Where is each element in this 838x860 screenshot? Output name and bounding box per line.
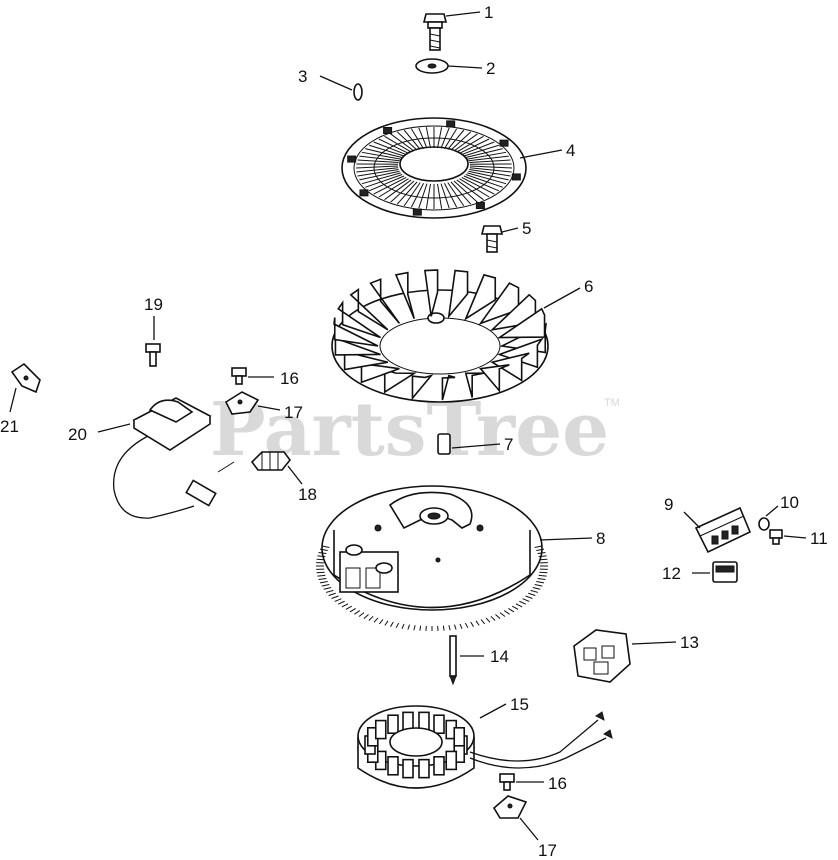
callout-6: 6 bbox=[584, 277, 593, 296]
part-lock-washer-3[interactable] bbox=[353, 83, 363, 101]
callout-20: 20 bbox=[68, 425, 87, 444]
part-plug-12[interactable] bbox=[712, 561, 738, 583]
callout-12: 12 bbox=[662, 564, 681, 583]
callout-19: 19 bbox=[144, 295, 163, 314]
callout-16a: 16 bbox=[280, 369, 299, 388]
callout-15: 15 bbox=[510, 695, 529, 714]
part-clip-21[interactable] bbox=[10, 362, 41, 394]
part-flywheel-8[interactable] bbox=[316, 485, 548, 631]
part-screw-16b[interactable] bbox=[499, 773, 515, 791]
callout-10: 10 bbox=[780, 493, 799, 512]
part-pin-14[interactable] bbox=[449, 635, 457, 686]
leader-lines bbox=[9, 11, 807, 841]
part-screw-16a[interactable] bbox=[231, 367, 247, 385]
callout-11: 11 bbox=[810, 529, 828, 548]
part-bracket-17b[interactable] bbox=[492, 795, 528, 819]
part-key-7[interactable] bbox=[437, 433, 451, 455]
part-fan-6[interactable] bbox=[331, 269, 549, 403]
callout-18: 18 bbox=[298, 485, 317, 504]
callout-2: 2 bbox=[486, 59, 495, 78]
callout-16b: 16 bbox=[548, 774, 567, 793]
part-stator-15[interactable] bbox=[357, 705, 613, 789]
callout-9: 9 bbox=[664, 495, 673, 514]
part-screw-11[interactable] bbox=[769, 529, 783, 545]
callout-7: 7 bbox=[504, 435, 513, 454]
callout-14: 14 bbox=[490, 647, 509, 666]
part-spark-plug-18[interactable] bbox=[250, 451, 292, 471]
callout-17a: 17 bbox=[284, 403, 303, 422]
part-rectifier-9[interactable] bbox=[694, 506, 752, 554]
part-washer-10[interactable] bbox=[758, 517, 770, 531]
callout-13: 13 bbox=[680, 633, 699, 652]
part-washer-2[interactable] bbox=[415, 58, 449, 74]
part-ignition-module-20[interactable] bbox=[112, 397, 235, 519]
callout-3: 3 bbox=[298, 67, 307, 86]
part-bracket-17a[interactable] bbox=[224, 391, 260, 415]
callout-8: 8 bbox=[596, 529, 605, 548]
watermark-tm: TM bbox=[604, 397, 620, 409]
part-connector-13[interactable] bbox=[573, 629, 631, 683]
part-bolt-1[interactable] bbox=[422, 13, 448, 51]
part-grass-screen-4[interactable] bbox=[341, 117, 527, 219]
callouts: 1 2 3 4 5 6 7 8 9 10 11 12 13 14 15 16 1… bbox=[0, 3, 828, 860]
callout-17b: 17 bbox=[538, 841, 557, 860]
part-screw-19[interactable] bbox=[145, 343, 161, 367]
part-bolt-5[interactable] bbox=[480, 225, 504, 253]
callout-1: 1 bbox=[484, 3, 493, 22]
callout-5: 5 bbox=[522, 219, 531, 238]
callout-4: 4 bbox=[566, 141, 575, 160]
callout-21: 21 bbox=[0, 417, 19, 436]
